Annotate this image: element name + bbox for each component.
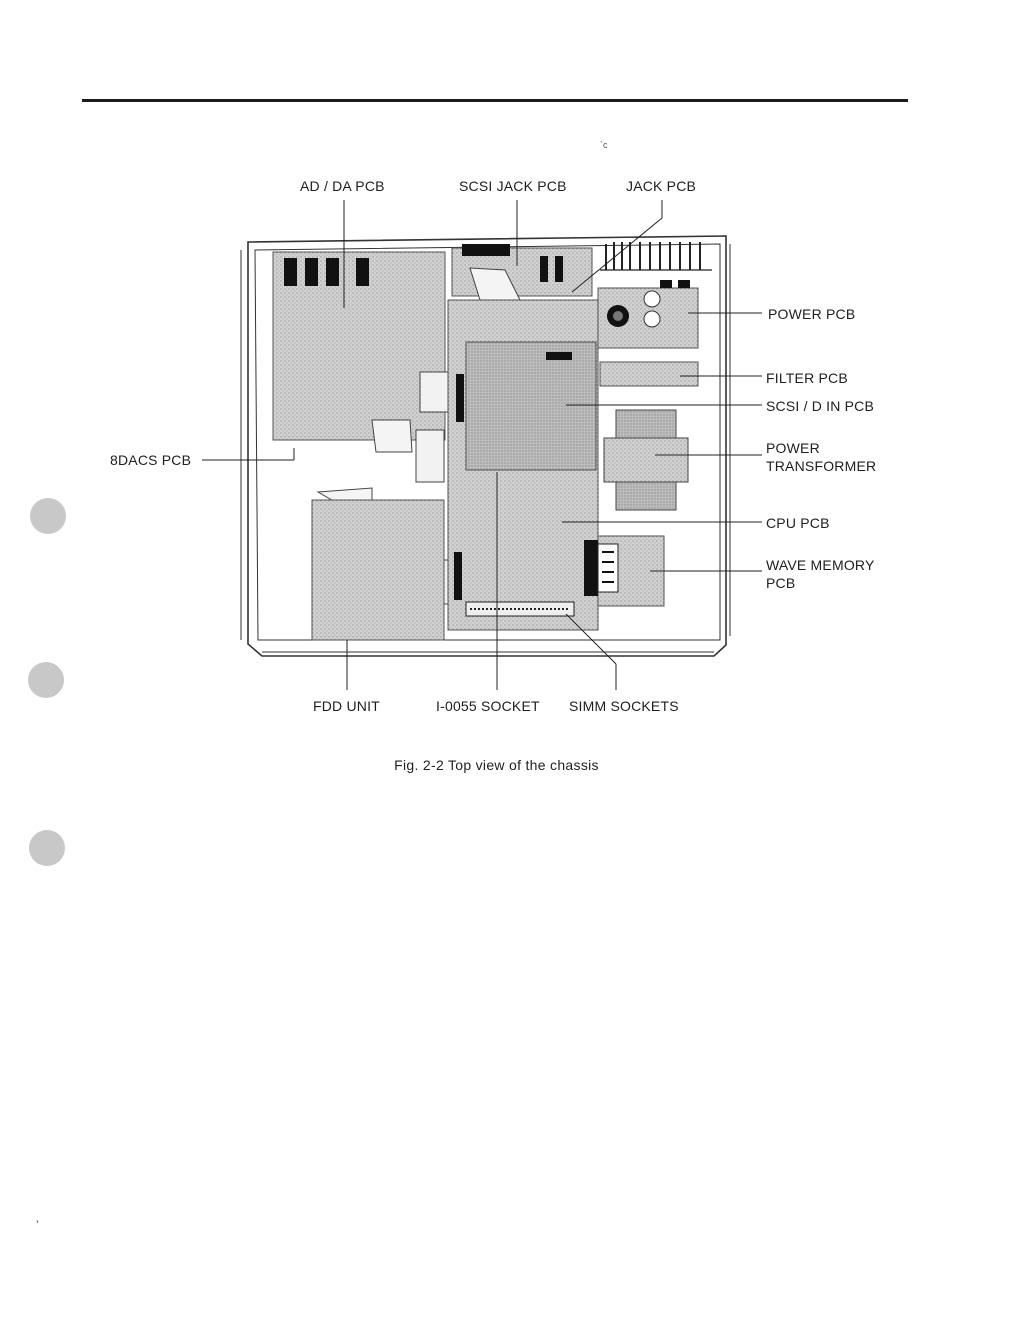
label-cpu-pcb: CPU PCB <box>766 515 830 531</box>
label-i0055-socket: I-0055 SOCKET <box>436 698 540 714</box>
filter-pcb-board <box>599 361 699 387</box>
label-fdd-unit: FDD UNIT <box>313 698 380 714</box>
cpu-pcb-board <box>447 299 599 631</box>
label-jack-pcb: JACK PCB <box>626 178 697 194</box>
label-ad-da-pcb: AD / DA PCB <box>300 178 385 194</box>
label-power-transformer-line2: TRANSFORMER <box>766 458 877 474</box>
binder-hole-middle <box>28 662 64 698</box>
figure-caption: Fig. 2-2 Top view of the chassis <box>394 757 599 773</box>
page-top-rule <box>82 99 908 102</box>
label-power-transformer-line1: POWER <box>766 440 820 456</box>
label-wave-memory-line1: WAVE MEMORY <box>766 557 875 573</box>
ad-da-pcb-board <box>272 251 446 441</box>
binder-hole-bottom <box>29 830 65 866</box>
label-8dacs-pcb: 8DACS PCB <box>110 452 192 468</box>
label-filter-pcb: FILTER PCB <box>766 370 848 386</box>
label-wave-memory-line2: PCB <box>766 575 796 591</box>
binder-hole-top <box>30 498 66 534</box>
power-transformer-block <box>603 409 689 511</box>
label-scsi-jack-pcb: SCSI JACK PCB <box>459 178 567 194</box>
jack-pcb-fins <box>600 242 712 271</box>
stray-tick-mark: `c <box>600 140 608 150</box>
power-pcb-board <box>597 280 699 349</box>
stray-mark: ’ <box>36 1218 39 1232</box>
label-scsi-d-in-pcb: SCSI / D IN PCB <box>766 398 875 414</box>
leader-lines <box>202 200 762 690</box>
fdd-unit-board <box>311 499 445 641</box>
label-simm-sockets: SIMM SOCKETS <box>569 698 679 714</box>
label-power-pcb: POWER PCB <box>768 306 856 322</box>
